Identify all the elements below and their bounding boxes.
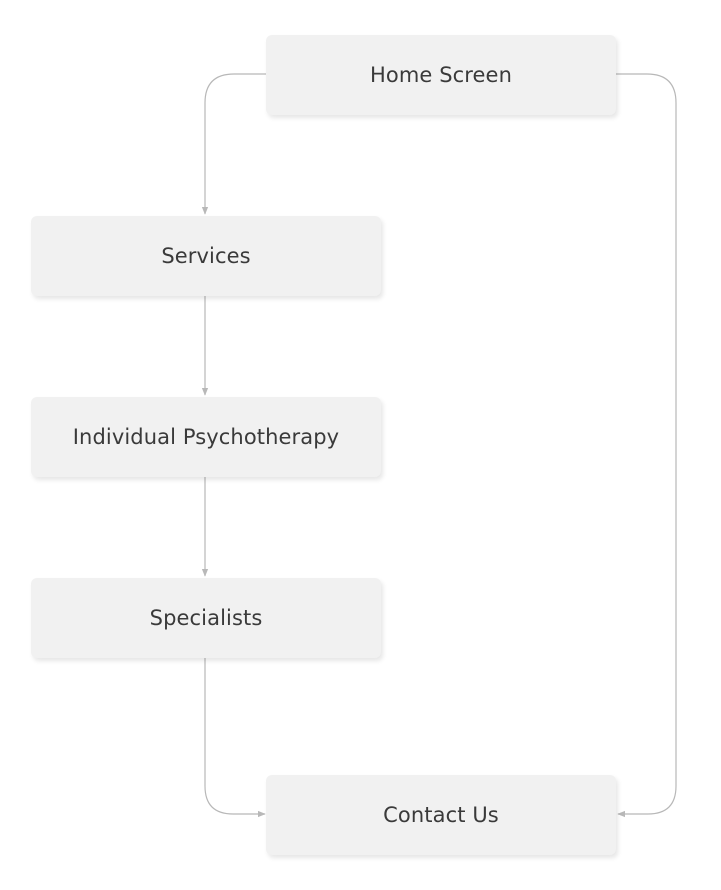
node-home-screen[interactable]: Home Screen (266, 35, 616, 115)
node-label: Specialists (149, 606, 263, 630)
node-label: Individual Psychotherapy (72, 425, 340, 449)
node-contact-us[interactable]: Contact Us (266, 775, 616, 855)
connector-specialists-to-contact (204, 658, 266, 818)
node-specialists[interactable]: Specialists (31, 578, 381, 658)
node-label: Contact Us (383, 803, 499, 827)
node-services[interactable]: Services (31, 216, 381, 296)
connector-home-to-contact (616, 73, 677, 818)
node-individual-psychotherapy[interactable]: Individual Psychotherapy (31, 397, 381, 477)
connector-home-to-services (201, 73, 266, 215)
node-label: Home Screen (370, 63, 512, 87)
node-label: Services (161, 244, 251, 268)
